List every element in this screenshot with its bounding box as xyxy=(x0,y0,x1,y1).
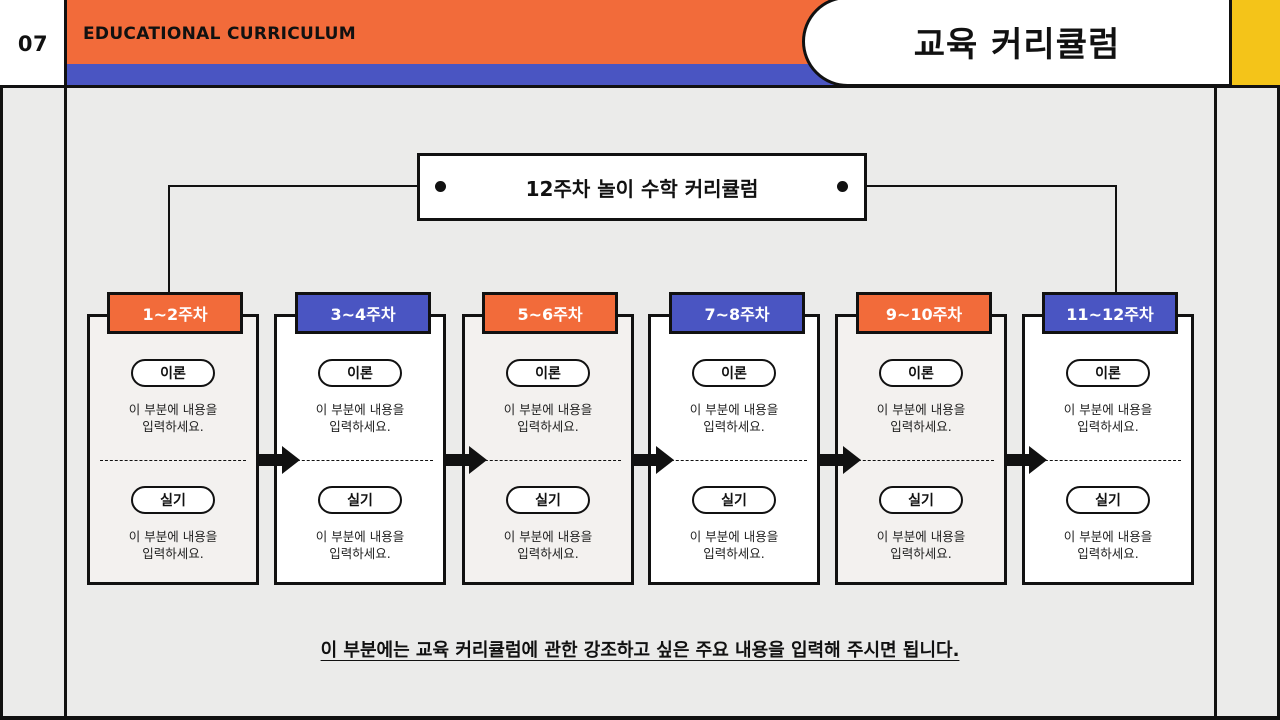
practice-pill: 실기 xyxy=(879,486,963,514)
arrow-right-icon xyxy=(1005,446,1047,474)
practice-description: 이 부분에 내용을 입력하세요. xyxy=(838,528,1004,562)
curriculum-root-node: 12주차 놀이 수학 커리큘럼 xyxy=(417,153,867,221)
page-title: 교육 커리큘럼 xyxy=(802,0,1232,87)
page-number: 07 xyxy=(0,0,66,88)
week-card-5: 이론 이 부분에 내용을 입력하세요. 실기 이 부분에 내용을 입력하세요. xyxy=(835,314,1007,585)
week-tag-6: 11~12주차 xyxy=(1042,292,1178,334)
arrow-right-icon xyxy=(632,446,674,474)
practice-line-2: 입력하세요. xyxy=(890,546,952,561)
practice-pill: 실기 xyxy=(318,486,402,514)
theory-pill: 이론 xyxy=(131,359,215,387)
theory-line-2: 입력하세요. xyxy=(703,419,765,434)
practice-line-2: 입력하세요. xyxy=(142,546,204,561)
header-blue-band xyxy=(66,64,966,86)
practice-line-1: 이 부분에 내용을 xyxy=(876,529,966,544)
practice-line-1: 이 부분에 내용을 xyxy=(315,529,405,544)
week-tag-1: 1~2주차 xyxy=(107,292,243,334)
week-tag-4: 7~8주차 xyxy=(669,292,805,334)
connector-left-horizontal xyxy=(168,185,440,187)
practice-line-1: 이 부분에 내용을 xyxy=(128,529,218,544)
theory-description: 이 부분에 내용을 입력하세요. xyxy=(90,401,256,435)
theory-pill: 이론 xyxy=(506,359,590,387)
theory-pill: 이론 xyxy=(879,359,963,387)
practice-line-1: 이 부분에 내용을 xyxy=(503,529,593,544)
frame-border-left xyxy=(0,0,3,720)
root-left-dot xyxy=(435,181,446,192)
theory-description: 이 부분에 내용을 입력하세요. xyxy=(1025,401,1191,435)
right-margin-line xyxy=(1214,0,1217,720)
dashed-divider xyxy=(287,460,433,461)
header-underline xyxy=(0,85,1280,88)
connector-left-vertical xyxy=(168,185,170,293)
practice-line-2: 입력하세요. xyxy=(517,546,579,561)
week-card-2: 이론 이 부분에 내용을 입력하세요. 실기 이 부분에 내용을 입력하세요. xyxy=(274,314,446,585)
theory-line-2: 입력하세요. xyxy=(890,419,952,434)
dashed-divider xyxy=(100,460,246,461)
frame-border-bottom xyxy=(0,716,1280,720)
theory-description: 이 부분에 내용을 입력하세요. xyxy=(465,401,631,435)
practice-description: 이 부분에 내용을 입력하세요. xyxy=(90,528,256,562)
practice-pill: 실기 xyxy=(1066,486,1150,514)
practice-pill: 실기 xyxy=(506,486,590,514)
practice-line-1: 이 부분에 내용을 xyxy=(689,529,779,544)
curriculum-root-label: 12주차 놀이 수학 커리큘럼 xyxy=(525,176,759,201)
theory-line-1: 이 부분에 내용을 xyxy=(503,402,593,417)
week-tag-3: 5~6주차 xyxy=(482,292,618,334)
arrow-right-icon xyxy=(258,446,300,474)
theory-line-1: 이 부분에 내용을 xyxy=(1063,402,1153,417)
theory-description: 이 부분에 내용을 입력하세요. xyxy=(277,401,443,435)
theory-line-2: 입력하세요. xyxy=(142,419,204,434)
week-card-1: 이론 이 부분에 내용을 입력하세요. 실기 이 부분에 내용을 입력하세요. xyxy=(87,314,259,585)
practice-description: 이 부분에 내용을 입력하세요. xyxy=(277,528,443,562)
theory-description: 이 부분에 내용을 입력하세요. xyxy=(838,401,1004,435)
theory-description: 이 부분에 내용을 입력하세요. xyxy=(651,401,817,435)
theory-line-2: 입력하세요. xyxy=(329,419,391,434)
theory-line-1: 이 부분에 내용을 xyxy=(876,402,966,417)
left-margin-line xyxy=(64,0,67,720)
theory-pill: 이론 xyxy=(318,359,402,387)
theory-line-1: 이 부분에 내용을 xyxy=(128,402,218,417)
practice-pill: 실기 xyxy=(131,486,215,514)
practice-line-2: 입력하세요. xyxy=(1077,546,1139,561)
week-card-4: 이론 이 부분에 내용을 입력하세요. 실기 이 부분에 내용을 입력하세요. xyxy=(648,314,820,585)
frame-border-right xyxy=(1277,0,1280,720)
dashed-divider xyxy=(1035,460,1181,461)
connector-right-horizontal xyxy=(842,185,1117,187)
dashed-divider xyxy=(475,460,621,461)
week-tag-5: 9~10주차 xyxy=(856,292,992,334)
section-english-title: EDUCATIONAL CURRICULUM xyxy=(83,24,356,44)
emphasis-note: 이 부분에는 교육 커리큘럼에 관한 강조하고 싶은 주요 내용을 입력해 주시… xyxy=(0,636,1280,662)
arrow-right-icon xyxy=(445,446,487,474)
theory-pill: 이론 xyxy=(692,359,776,387)
practice-description: 이 부분에 내용을 입력하세요. xyxy=(651,528,817,562)
practice-line-2: 입력하세요. xyxy=(329,546,391,561)
root-right-dot xyxy=(837,181,848,192)
theory-pill: 이론 xyxy=(1066,359,1150,387)
emphasis-note-text: 이 부분에는 교육 커리큘럼에 관한 강조하고 싶은 주요 내용을 입력해 주시… xyxy=(320,640,960,661)
practice-pill: 실기 xyxy=(692,486,776,514)
practice-line-1: 이 부분에 내용을 xyxy=(1063,529,1153,544)
week-tag-2: 3~4주차 xyxy=(295,292,431,334)
week-card-6: 이론 이 부분에 내용을 입력하세요. 실기 이 부분에 내용을 입력하세요. xyxy=(1022,314,1194,585)
dashed-divider xyxy=(848,460,994,461)
practice-description: 이 부분에 내용을 입력하세요. xyxy=(1025,528,1191,562)
week-card-3: 이론 이 부분에 내용을 입력하세요. 실기 이 부분에 내용을 입력하세요. xyxy=(462,314,634,585)
practice-line-2: 입력하세요. xyxy=(703,546,765,561)
theory-line-2: 입력하세요. xyxy=(1077,419,1139,434)
theory-line-1: 이 부분에 내용을 xyxy=(315,402,405,417)
practice-description: 이 부분에 내용을 입력하세요. xyxy=(465,528,631,562)
connector-right-vertical xyxy=(1115,185,1117,293)
theory-line-2: 입력하세요. xyxy=(517,419,579,434)
theory-line-1: 이 부분에 내용을 xyxy=(689,402,779,417)
arrow-right-icon xyxy=(819,446,861,474)
dashed-divider xyxy=(661,460,807,461)
